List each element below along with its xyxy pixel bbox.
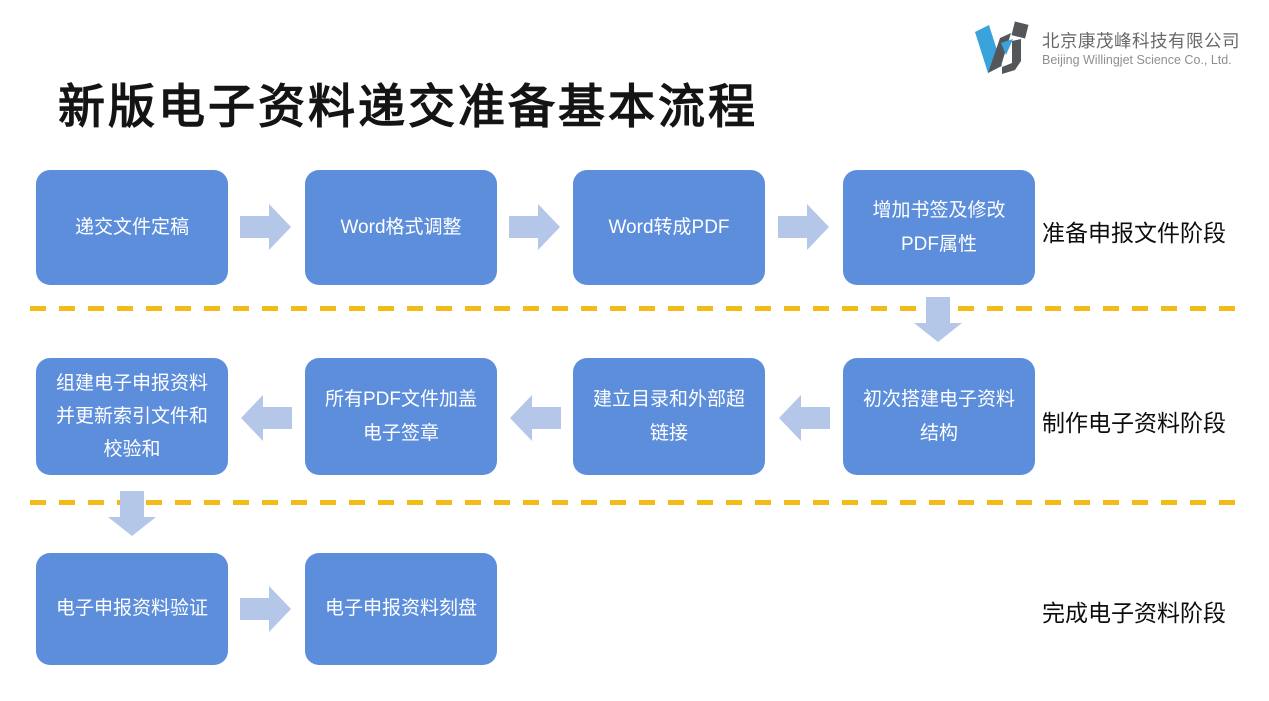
company-logo-icon (975, 21, 1029, 74)
arrow-down-icon (914, 297, 962, 342)
arrow-left-icon (510, 395, 561, 441)
step-box-toc-external-hyperlinks: 建立目录和外部超 链接 (573, 358, 765, 475)
company-name-en: Beijing Willingjet Science Co., Ltd. (1042, 53, 1232, 67)
step-box-initial-structure: 初次搭建电子资料 结构 (843, 358, 1035, 475)
arrow-down-icon (108, 491, 156, 536)
arrow-left-icon (779, 395, 830, 441)
page-title: 新版电子资料递交准备基本流程 (58, 80, 758, 133)
step-box-assemble-update-index-checksum: 组建电子申报资料 并更新索引文件和 校验和 (36, 358, 228, 475)
step-box-add-bookmarks-pdf-properties: 增加书签及修改 PDF属性 (843, 170, 1035, 285)
stage-label-prepare-documents: 准备申报文件阶段 (1042, 220, 1226, 246)
step-box-pdf-esignature-stamp: 所有PDF文件加盖 电子签章 (305, 358, 497, 475)
company-name-zh: 北京康茂峰科技有限公司 (1042, 31, 1240, 51)
stage-divider (30, 306, 1245, 311)
step-box-submit-final-draft: 递交文件定稿 (36, 170, 228, 285)
step-box-edata-validation: 电子申报资料验证 (36, 553, 228, 665)
stage-label-complete-edata: 完成电子资料阶段 (1042, 600, 1226, 626)
step-box-edata-burn-disc: 电子申报资料刻盘 (305, 553, 497, 665)
stage-label-produce-edata: 制作电子资料阶段 (1042, 410, 1226, 436)
stage-divider (30, 500, 1245, 505)
arrow-left-icon (241, 395, 292, 441)
arrow-right-icon (778, 204, 829, 250)
step-box-word-to-pdf: Word转成PDF (573, 170, 765, 285)
arrow-right-icon (509, 204, 560, 250)
step-box-word-format-adjust: Word格式调整 (305, 170, 497, 285)
arrow-right-icon (240, 586, 291, 632)
arrow-right-icon (240, 204, 291, 250)
